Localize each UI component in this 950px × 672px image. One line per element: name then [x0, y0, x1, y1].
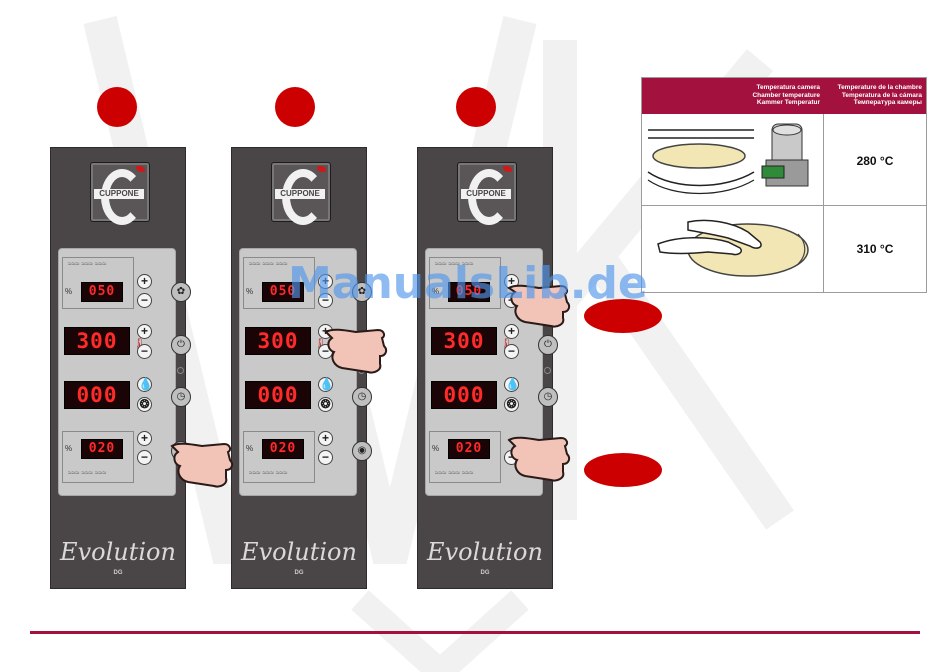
- light-icon[interactable]: 💧: [504, 377, 520, 392]
- model-label: DG: [480, 570, 490, 576]
- plus-button[interactable]: +: [137, 431, 152, 446]
- humidity-box: [62, 257, 134, 309]
- status-led: [544, 367, 551, 374]
- header-col2: Temperature de la chambre Temperatura de…: [837, 84, 922, 106]
- fan-icon[interactable]: ❂: [318, 397, 333, 412]
- header-col1: Temperatura camera Chamber temperature K…: [752, 84, 820, 106]
- actual-temperature-display: 000: [245, 381, 311, 409]
- control-face: ≈≈≈ ≈≈≈ ≈≈≈ % 050 + − ✿ 300 🌡 + − 000 💧 …: [239, 248, 372, 496]
- percent-label: %: [432, 287, 440, 296]
- control-face: ≈≈≈ ≈≈≈ ≈≈≈ % 050 + − 300 🌡 + − ⏻ 000 💧 …: [425, 248, 558, 496]
- brand-name: Evolution: [427, 538, 543, 566]
- steam-icon[interactable]: ✿: [171, 282, 191, 302]
- humidity-box: [243, 257, 315, 309]
- bottom-heat-display: 020: [81, 439, 123, 459]
- minus-button[interactable]: −: [318, 450, 333, 465]
- top-heat-waves: ≈≈≈ ≈≈≈ ≈≈≈: [249, 261, 288, 268]
- humidity-display: 050: [262, 282, 304, 302]
- plus-button[interactable]: +: [318, 274, 333, 289]
- pizza-press-illustration: [647, 123, 809, 194]
- power-icon[interactable]: ⏻: [538, 335, 558, 355]
- percent-label: %: [246, 444, 254, 453]
- temperature-value: 310 °C: [856, 242, 894, 256]
- temperature-table: Temperatura camera Chamber temperature K…: [641, 77, 927, 293]
- brand-name: Evolution: [241, 538, 357, 566]
- top-heat-waves: ≈≈≈ ≈≈≈ ≈≈≈: [435, 261, 474, 268]
- cuppone-logo: CUPPONE: [271, 162, 331, 225]
- bottom-heat-display: 020: [448, 439, 490, 459]
- power-icon[interactable]: ⏻: [171, 335, 191, 355]
- bottom-box: [62, 431, 134, 483]
- logo-text: CUPPONE: [94, 189, 144, 199]
- steam-icon[interactable]: ✿: [352, 282, 372, 302]
- minus-button[interactable]: −: [137, 293, 152, 308]
- light-icon[interactable]: 💧: [137, 377, 153, 392]
- bottom-heat-display: 020: [262, 439, 304, 459]
- bottom-box: [243, 431, 315, 483]
- cuppone-logo: CUPPONE: [457, 162, 517, 225]
- pointing-hand-icon: [507, 436, 571, 482]
- model-label: DG: [113, 570, 123, 576]
- temperature-value: 280 °C: [856, 154, 894, 168]
- step-marker-2: [275, 87, 315, 127]
- minus-button[interactable]: −: [318, 293, 333, 308]
- pointing-hand-icon: [507, 284, 571, 328]
- set-temperature-display: 300: [64, 327, 130, 355]
- step-marker-3: [456, 87, 496, 127]
- actual-temperature-display: 000: [431, 381, 497, 409]
- logo-text: CUPPONE: [275, 189, 325, 199]
- on-off-icon[interactable]: ◉: [352, 441, 372, 461]
- percent-label: %: [432, 444, 440, 453]
- plus-button[interactable]: +: [137, 274, 152, 289]
- bottom-heat-waves: ≈≈≈ ≈≈≈ ≈≈≈: [68, 470, 107, 477]
- plus-button[interactable]: +: [504, 324, 519, 339]
- plus-button[interactable]: +: [318, 431, 333, 446]
- pointing-hand-icon: [324, 328, 388, 374]
- table-header: Temperatura camera Chamber temperature K…: [642, 78, 926, 114]
- brand-name: Evolution: [60, 538, 176, 566]
- percent-label: %: [246, 287, 254, 296]
- control-panel-3: CUPPONE ≈≈≈ ≈≈≈ ≈≈≈ % 050 + − 300 🌡 + − …: [417, 147, 558, 589]
- timer-icon[interactable]: ◷: [538, 387, 558, 407]
- flame-icon: [503, 166, 512, 172]
- fan-icon[interactable]: ❂: [137, 397, 152, 412]
- bottom-heat-waves: ≈≈≈ ≈≈≈ ≈≈≈: [249, 470, 288, 477]
- timer-icon[interactable]: ◷: [352, 387, 372, 407]
- flame-icon: [136, 166, 145, 172]
- timer-icon[interactable]: ◷: [171, 387, 191, 407]
- watermark-text: ManualsLib.de: [288, 258, 648, 309]
- control-panel-1: CUPPONE ≈≈≈ ≈≈≈ ≈≈≈ % 050 + − ✿ 300 🌡 + …: [50, 147, 191, 589]
- step-marker-1: [97, 87, 137, 127]
- pointing-hand-icon: [170, 442, 234, 488]
- bottom-box: [429, 431, 501, 483]
- logo-text: CUPPONE: [461, 189, 511, 199]
- flame-icon: [317, 166, 326, 172]
- press-marker-down: [584, 453, 662, 487]
- footer-divider: [30, 631, 920, 634]
- control-face: ≈≈≈ ≈≈≈ ≈≈≈ % 050 + − ✿ 300 🌡 + − ⏻ 000 …: [58, 248, 191, 496]
- top-heat-waves: ≈≈≈ ≈≈≈ ≈≈≈: [68, 261, 107, 268]
- hand-stretching-dough-illustration: [657, 219, 809, 277]
- set-temperature-display: 300: [245, 327, 311, 355]
- minus-button[interactable]: −: [137, 450, 152, 465]
- cuppone-logo: CUPPONE: [90, 162, 150, 225]
- fan-icon[interactable]: ❂: [504, 397, 519, 412]
- light-icon[interactable]: 💧: [318, 377, 334, 392]
- percent-label: %: [65, 444, 73, 453]
- actual-temperature-display: 000: [64, 381, 130, 409]
- status-led: [177, 367, 184, 374]
- minus-button[interactable]: −: [137, 344, 152, 359]
- model-label: DG: [294, 570, 304, 576]
- set-temperature-display: 300: [431, 327, 497, 355]
- humidity-display: 050: [448, 282, 490, 302]
- percent-label: %: [65, 287, 73, 296]
- humidity-display: 050: [81, 282, 123, 302]
- plus-button[interactable]: +: [137, 324, 152, 339]
- humidity-box: [429, 257, 501, 309]
- minus-button[interactable]: −: [504, 344, 519, 359]
- press-marker-up: [584, 299, 662, 333]
- bottom-heat-waves: ≈≈≈ ≈≈≈ ≈≈≈: [435, 470, 474, 477]
